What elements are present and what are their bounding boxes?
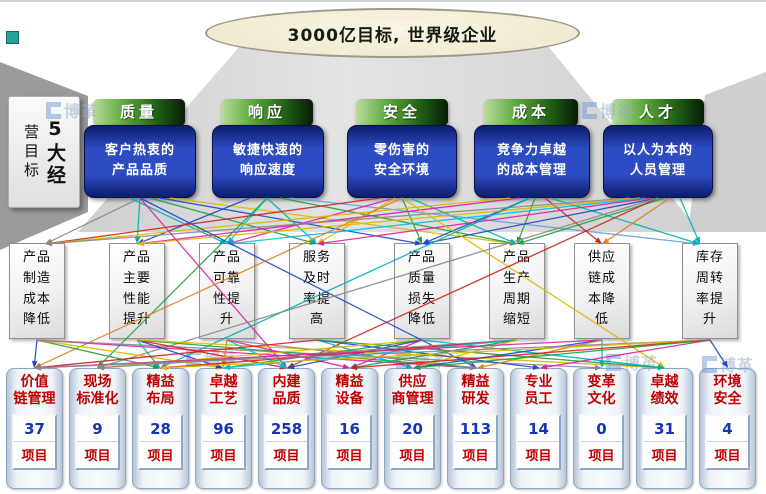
program-panel: 258 项目 — [264, 414, 309, 470]
program-unit: 项目 — [399, 449, 426, 464]
measure-box-inventory-turns: 库存 周转 率提 升 — [682, 243, 738, 339]
pillar-header-response: 响应 — [221, 99, 313, 126]
program-col-lean-layout: 精益 布局 28 项目 — [132, 368, 189, 489]
program-col-change-culture: 变革 文化 0 项目 — [573, 368, 630, 489]
program-panel: 96 项目 — [201, 414, 246, 470]
program-col-built-in-quality: 内建 品质 258 项目 — [258, 368, 315, 489]
program-panel: 16 项目 — [327, 414, 372, 470]
pillar-header-talent: 人才 — [612, 99, 704, 126]
program-count: 258 — [266, 416, 307, 442]
program-count: 0 — [581, 416, 622, 442]
pillar-body-quality: 客户热衷的 产品品质 — [84, 125, 196, 198]
program-col-process-excellence: 卓越 工艺 96 项目 — [195, 368, 252, 489]
corner-accent-square — [6, 31, 19, 44]
pillar-body-talent: 以人为本的 人员管理 — [603, 125, 713, 198]
program-col-professional-staff: 专业 员工 14 项目 — [510, 368, 567, 489]
watermark-logo-icon — [396, 351, 411, 369]
program-count: 113 — [455, 416, 496, 442]
program-name: 专业 员工 — [524, 374, 553, 408]
program-col-environment-safety: 环境 安全 4 项目 — [699, 368, 756, 489]
program-count: 16 — [329, 416, 370, 442]
pillar-body-safety: 零伤害的 安全环境 — [347, 125, 457, 198]
program-col-value-chain: 价值 链管理 37 项目 — [6, 368, 63, 489]
measure-box-reliability: 产品 可靠 性提 升 — [199, 243, 255, 339]
program-col-supplier-management: 供应 商管理 20 项目 — [384, 368, 441, 489]
program-col-site-standardization: 现场 标准化 9 项目 — [69, 368, 126, 489]
measure-box-cost-reduction: 产品 制造 成本 降低 — [9, 243, 65, 339]
program-col-lean-rd: 精益 研发 113 项目 — [447, 368, 504, 489]
measure-box-performance: 产品 主要 性能 提升 — [109, 243, 165, 339]
program-panel: 0 项目 — [579, 414, 624, 470]
program-count: 20 — [392, 416, 433, 442]
program-unit: 项目 — [336, 449, 363, 464]
side-label-secondary: 营目标 — [22, 123, 40, 181]
pillar-body-cost: 竞争力卓越 的成本管理 — [474, 125, 590, 198]
program-name: 精益 设备 — [335, 374, 364, 408]
program-count: 14 — [518, 416, 559, 442]
program-unit: 项目 — [525, 449, 552, 464]
program-count: 9 — [77, 416, 118, 442]
pillar-header-safety: 安全 — [356, 99, 448, 126]
measure-box-service-rate: 服务 及时 率提 高 — [289, 243, 345, 339]
program-unit: 项目 — [462, 449, 489, 464]
program-unit: 项目 — [84, 449, 111, 464]
program-name: 卓越 绩效 — [650, 374, 679, 408]
watermark-logo-icon — [186, 349, 201, 367]
measure-box-quality-loss: 产品 质量 损失 降低 — [394, 243, 450, 339]
program-unit: 项目 — [588, 449, 615, 464]
pillar-body-response: 敏捷快速的 响应速度 — [212, 125, 324, 198]
program-name: 环境 安全 — [713, 374, 742, 408]
program-panel: 37 项目 — [12, 414, 57, 470]
program-unit: 项目 — [210, 449, 237, 464]
watermark-text: 博革 — [204, 350, 239, 369]
program-panel: 28 项目 — [138, 414, 183, 470]
program-unit: 项目 — [21, 449, 48, 464]
program-unit: 项目 — [651, 449, 678, 464]
goal-title: 3000亿目标, 世界级企业 — [287, 25, 498, 46]
program-count: 96 — [203, 416, 244, 442]
program-count: 31 — [644, 416, 685, 442]
measure-box-cycle-time: 产品 生产 周期 缩短 — [489, 243, 545, 339]
program-panel: 14 项目 — [516, 414, 561, 470]
top-divider — [0, 0, 766, 2]
program-unit: 项目 — [273, 449, 300, 464]
watermark: 博革 — [186, 346, 238, 370]
program-name: 价值 链管理 — [13, 374, 56, 408]
side-label-primary: 5大经 — [44, 117, 66, 187]
program-name: 精益 布局 — [146, 374, 175, 408]
measure-box-supply-chain: 供应 链成 本降 低 — [574, 243, 630, 339]
program-panel: 20 项目 — [390, 414, 435, 470]
program-panel: 31 项目 — [642, 414, 687, 470]
program-name: 供应 商管理 — [391, 374, 434, 408]
program-col-lean-equipment: 精益 设备 16 项目 — [321, 368, 378, 489]
program-panel: 9 项目 — [75, 414, 120, 470]
program-count: 37 — [14, 416, 55, 442]
side-label-five-goals: 5大经 营目标 — [8, 96, 80, 208]
program-unit: 项目 — [714, 449, 741, 464]
program-name: 精益 研发 — [461, 374, 490, 408]
goal-ellipse: 3000亿目标, 世界级企业 — [205, 8, 580, 58]
program-unit: 项目 — [147, 449, 174, 464]
program-count: 28 — [140, 416, 181, 442]
program-panel: 4 项目 — [705, 414, 750, 470]
program-name: 变革 文化 — [587, 374, 616, 408]
program-name: 卓越 工艺 — [209, 374, 238, 408]
pillar-header-cost: 成本 — [484, 99, 578, 126]
program-count: 4 — [707, 416, 748, 442]
program-name: 内建 品质 — [272, 374, 301, 408]
program-panel: 113 项目 — [453, 414, 498, 470]
pillar-header-quality: 质量 — [93, 99, 185, 126]
program-col-performance-excellence: 卓越 绩效 31 项目 — [636, 368, 693, 489]
program-name: 现场 标准化 — [76, 374, 119, 408]
